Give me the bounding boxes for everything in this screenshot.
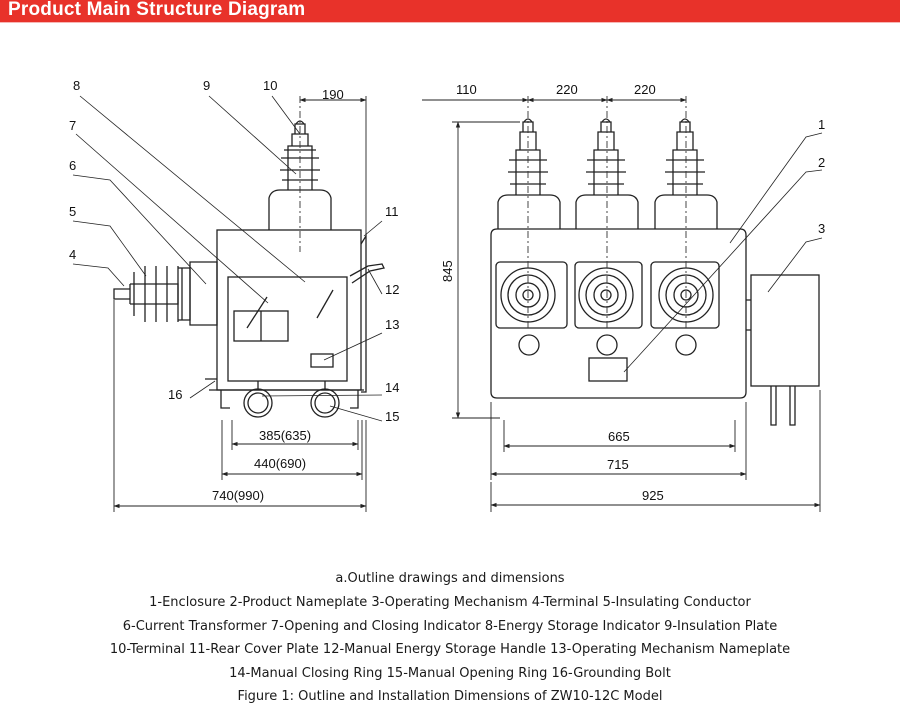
leader-14 [261, 394, 383, 397]
ct-window-3 [650, 261, 720, 329]
callout-6: 6 [69, 158, 76, 173]
operating-mechanism-nameplate [310, 353, 334, 368]
leader-10 [271, 95, 301, 135]
bushing-1 [497, 118, 561, 229]
callout-3: 3 [818, 221, 825, 236]
side-view [113, 120, 385, 418]
figure-title: Figure 1: Outline and Installation Dimen… [237, 689, 663, 704]
callout-9: 9 [203, 78, 210, 93]
viewport-3 [675, 334, 697, 356]
ct-window-2 [574, 261, 643, 329]
energy-storage-indicator [316, 289, 334, 319]
enclosure-front [490, 228, 747, 399]
front-panel-side [227, 276, 348, 382]
callout-5: 5 [69, 204, 76, 219]
leader-5 [72, 220, 147, 277]
dim-925: 925 [642, 488, 664, 503]
leader-1 [729, 132, 823, 244]
bushing-2 [575, 118, 639, 229]
callout-10: 10 [263, 78, 277, 93]
viewport-1 [518, 334, 540, 356]
base-bracket [205, 378, 364, 409]
callout-7: 7 [69, 118, 76, 133]
rear-cover-plate [360, 233, 367, 393]
operating-mechanism [750, 274, 820, 387]
bushing-3 [654, 118, 718, 229]
manual-opening-ring-inner [314, 392, 336, 414]
energy-storage-handle [349, 263, 385, 284]
dim-220-a: 220 [556, 82, 578, 97]
caption-subtitle: a.Outline drawings and dimensions [335, 571, 565, 586]
callout-4: 4 [69, 247, 76, 262]
leader-3 [767, 237, 823, 293]
leader-13 [323, 332, 383, 361]
enclosure-side [216, 229, 362, 391]
dim-845: 845 [440, 260, 455, 282]
page-title: Product Main Structure Diagram [8, 0, 306, 20]
dimension-labels: 190 385(635) 440(690) 740(990) 110 220 2… [212, 82, 664, 503]
product-nameplate [588, 357, 628, 382]
callout-11: 11 [385, 204, 399, 219]
callout-16: 16 [168, 387, 182, 402]
callout-15: 15 [385, 409, 399, 424]
callout-14: 14 [385, 380, 399, 395]
legend-line-3: 10-Terminal 11-Rear Cover Plate 12-Manua… [109, 642, 791, 657]
leader-15 [329, 405, 383, 422]
leader-11 [363, 220, 383, 237]
dim-385: 385(635) [259, 428, 311, 443]
manual-closing-ring-inner [247, 392, 269, 414]
legend-line-2: 6-Current Transformer 7-Opening and Clos… [122, 619, 778, 634]
dim-740: 740(990) [212, 488, 264, 503]
dim-190: 190 [322, 87, 344, 102]
leader-7 [75, 133, 269, 304]
header-rule [0, 22, 900, 23]
ct-window-1 [495, 261, 568, 329]
leader-2 [623, 169, 823, 373]
callout-13: 13 [385, 317, 399, 332]
dim-440: 440(690) [254, 456, 306, 471]
callout-1: 1 [818, 117, 825, 132]
leader-9 [208, 95, 297, 175]
leader-12 [367, 268, 383, 295]
front-view [490, 118, 820, 426]
callout-12: 12 [385, 282, 399, 297]
callout-2: 2 [818, 155, 825, 170]
header-bar: Product Main Structure Diagram [0, 0, 900, 22]
dim-110: 110 [456, 82, 477, 97]
legend-line-1: 1-Enclosure 2-Product Nameplate 3-Operat… [149, 595, 751, 610]
leader-6 [72, 174, 207, 285]
opening-closing-indicator [246, 296, 268, 329]
leader-16 [189, 380, 216, 399]
viewport-2 [596, 334, 618, 356]
leader-4 [72, 263, 125, 287]
dim-665: 665 [608, 429, 630, 444]
legend-line-4: 14-Manual Closing Ring 15-Manual Opening… [229, 666, 671, 681]
dim-220-b: 220 [634, 82, 656, 97]
callout-labels: 8 7 6 5 4 9 10 11 12 13 14 15 16 1 2 3 [69, 78, 825, 424]
callout-8: 8 [73, 78, 80, 93]
leader-8 [79, 95, 306, 283]
dim-715: 715 [607, 457, 629, 472]
